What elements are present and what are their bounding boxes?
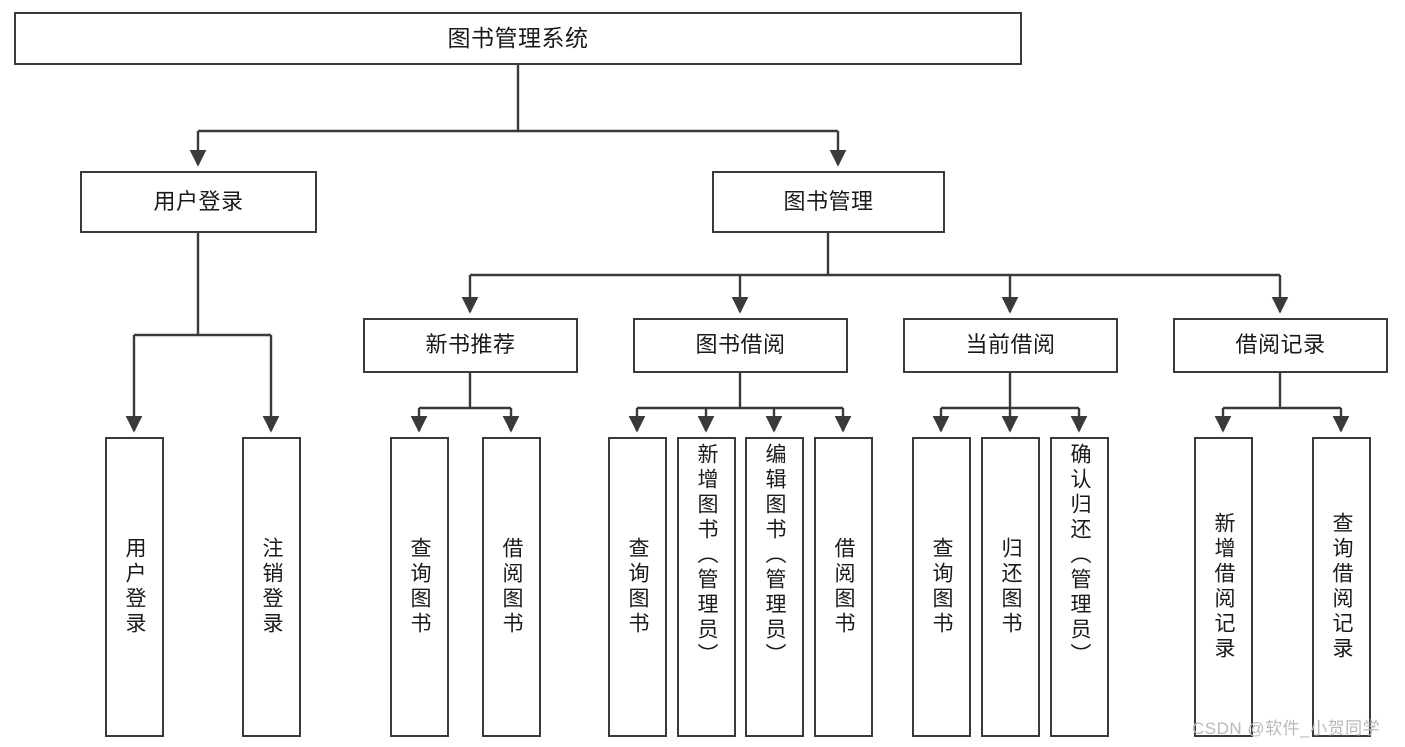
node-root-system[interactable]: 图书管理系统 (14, 12, 1022, 65)
node-label: 查询图书 (408, 537, 431, 637)
leaf-current-borrow-query[interactable]: 查询图书 (912, 437, 971, 737)
node-new-book-recommend[interactable]: 新书推荐 (363, 318, 578, 373)
node-borrow-record[interactable]: 借阅记录 (1173, 318, 1388, 373)
leaf-user-login-login[interactable]: 用户登录 (105, 437, 164, 737)
node-label: 查询借阅记录 (1330, 512, 1353, 662)
leaf-current-borrow-return[interactable]: 归还图书 (981, 437, 1040, 737)
leaf-new-book-query[interactable]: 查询图书 (390, 437, 449, 737)
node-label: 借阅图书 (832, 537, 855, 637)
leaf-borrow-record-query[interactable]: 查询借阅记录 (1312, 437, 1371, 737)
leaf-current-borrow-confirm-return[interactable]: 确认归还（管理员） (1050, 437, 1109, 737)
node-label: 编辑图书（管理员） (763, 443, 786, 668)
node-book-borrow[interactable]: 图书借阅 (633, 318, 848, 373)
leaf-book-borrow-borrow[interactable]: 借阅图书 (814, 437, 873, 737)
node-label: 新增图书（管理员） (695, 443, 718, 668)
node-user-login[interactable]: 用户登录 (80, 171, 317, 233)
node-label: 归还图书 (999, 537, 1022, 637)
node-label: 借阅记录 (1235, 332, 1326, 358)
node-label: 借阅图书 (500, 537, 523, 637)
node-current-borrow[interactable]: 当前借阅 (903, 318, 1118, 373)
leaf-borrow-record-add[interactable]: 新增借阅记录 (1194, 437, 1253, 737)
node-label: 确认归还（管理员） (1068, 443, 1091, 668)
leaf-book-borrow-add[interactable]: 新增图书（管理员） (677, 437, 736, 737)
node-label: 图书借阅 (695, 332, 786, 358)
leaf-book-borrow-edit[interactable]: 编辑图书（管理员） (745, 437, 804, 737)
node-label: 新增借阅记录 (1212, 512, 1235, 662)
leaf-new-book-borrow[interactable]: 借阅图书 (482, 437, 541, 737)
node-label: 用户登录 (153, 188, 244, 214)
node-book-management[interactable]: 图书管理 (712, 171, 945, 233)
node-label: 图书管理 (783, 188, 874, 214)
node-label: 图书管理系统 (447, 24, 589, 51)
node-label: 查询图书 (626, 537, 649, 637)
node-label: 当前借阅 (965, 332, 1056, 358)
node-label: 新书推荐 (425, 332, 516, 358)
node-label: 用户登录 (123, 537, 146, 637)
leaf-user-login-logout[interactable]: 注销登录 (242, 437, 301, 737)
node-label: 注销登录 (260, 537, 283, 637)
leaf-book-borrow-query[interactable]: 查询图书 (608, 437, 667, 737)
node-label: 查询图书 (930, 537, 953, 637)
